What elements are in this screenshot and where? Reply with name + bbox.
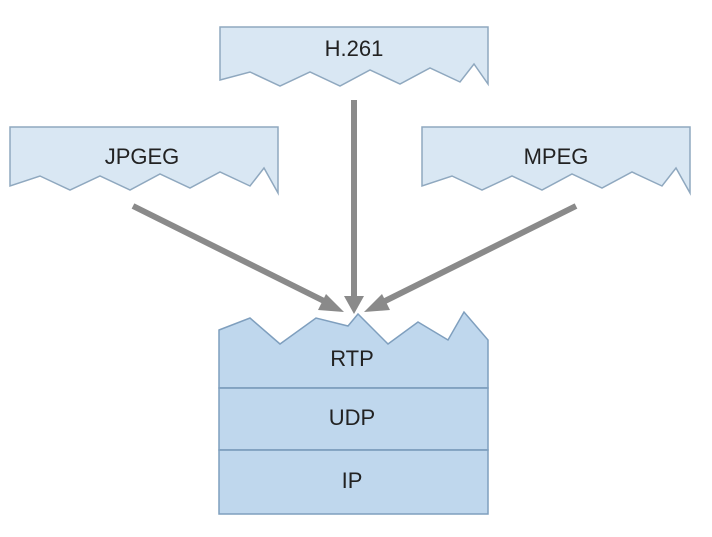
mpeg-box: MPEG <box>421 126 691 196</box>
arrow-from-jpeg <box>131 203 344 312</box>
jpeg-box: JPGEG <box>9 126 279 196</box>
udp-label: UDP <box>329 405 375 430</box>
arrow-from-h261 <box>344 100 364 314</box>
rtp-layer <box>218 310 489 389</box>
protocol-stack: RTP UDP IP <box>218 310 489 515</box>
mpeg-shape <box>421 126 691 196</box>
arrow-from-mpeg <box>364 203 578 312</box>
h261-shape <box>219 26 489 87</box>
mpeg-label: MPEG <box>524 144 589 169</box>
ip-layer <box>218 449 489 515</box>
jpeg-label: JPGEG <box>105 144 180 169</box>
h261-label: H.261 <box>325 36 384 61</box>
rtp-label: RTP <box>330 346 374 371</box>
udp-layer <box>218 387 489 451</box>
jpeg-shape <box>9 126 279 196</box>
ip-label: IP <box>342 468 363 493</box>
h261-box: H.261 <box>219 26 489 87</box>
